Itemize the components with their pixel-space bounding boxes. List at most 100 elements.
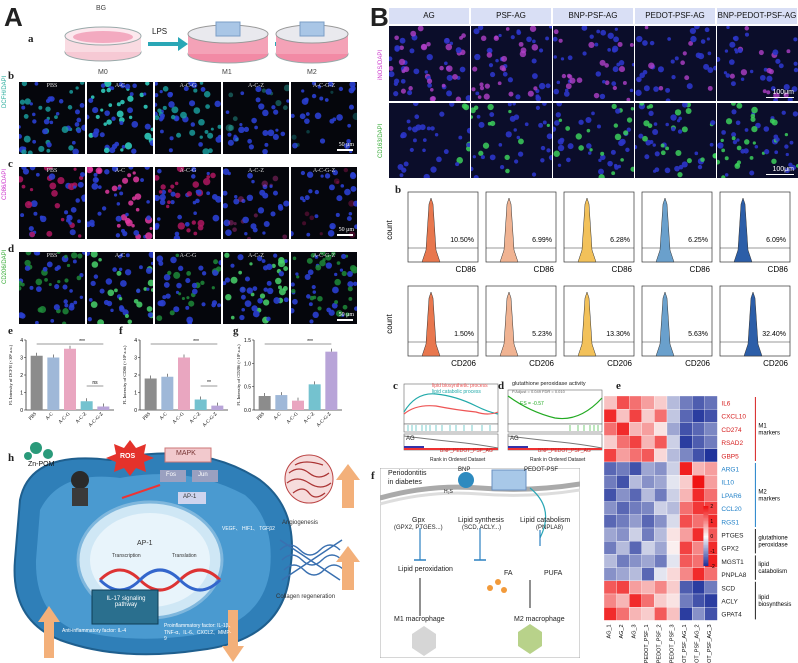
- heatmap-cell: [679, 607, 693, 621]
- heatmap-cell: [616, 435, 630, 449]
- heatmap-cell: [666, 422, 680, 436]
- significance-low: **: [207, 380, 211, 386]
- heatmap-cell: [679, 514, 693, 529]
- heatmap-cell: [629, 435, 642, 449]
- bar: [47, 357, 60, 410]
- bar-tick-label: 1: [20, 391, 23, 397]
- histogram-xlabel: CD206: [607, 359, 632, 368]
- bar-tick-label: 1: [134, 391, 137, 397]
- histogram-xlabel: CD206: [529, 359, 554, 368]
- significance-low: ns: [92, 380, 98, 386]
- heatmap-cell: [704, 395, 718, 410]
- ap1-top-label: AP-1: [183, 494, 197, 500]
- legend-swatch: [703, 543, 709, 546]
- histogram-peak: [655, 291, 675, 357]
- stage-m1: M1: [222, 69, 232, 76]
- b-micro-image: [635, 103, 716, 178]
- heatmap-cell: [666, 461, 680, 476]
- row-label-cd86: CD86/DAPI: [2, 168, 8, 200]
- legend-swatch: [703, 551, 709, 553]
- mapk-label: MAPK: [176, 450, 196, 457]
- heatmap-cell: [666, 501, 680, 515]
- legend-tick: -2: [710, 564, 715, 570]
- histogram-percent: 6.09%: [766, 237, 786, 244]
- heatmap-cell: [654, 435, 668, 449]
- bar-ylabel: FL Intensity of DCFH (×10⁶ a.u.): [8, 344, 13, 405]
- heatmap-cell: [666, 514, 680, 529]
- flow-histogram: 5.23%CD206: [485, 285, 557, 368]
- gsea-plot-c: [403, 383, 499, 451]
- heatmap-cell: [603, 448, 617, 463]
- heatmap-cell: [616, 541, 630, 555]
- bar-category-label: A-C-G-Z: [202, 412, 219, 429]
- ap1-nuclear-label: AP-1: [137, 540, 153, 547]
- a-group-label: A-C: [114, 83, 126, 89]
- stage-m2: M2: [307, 69, 317, 76]
- heatmap-cell: [641, 567, 655, 581]
- mech-title-2: in diabetes: [388, 479, 422, 486]
- heatmap-cell: [641, 475, 655, 489]
- heatmap-cell: [679, 448, 693, 463]
- histogram-xlabel: CD86: [534, 265, 555, 274]
- heatmap-gene-label: SCD: [721, 585, 735, 592]
- gsea-d-title: glutathione peroxidase activity: [512, 381, 586, 387]
- b-column-header: BNP-PSF-AG: [553, 8, 634, 24]
- bar-tick-label: 0: [134, 408, 137, 414]
- heatmap-cell: [679, 488, 693, 502]
- heatmap-cell: [679, 593, 693, 608]
- heatmap-cell: [629, 409, 642, 423]
- legend-swatch: [703, 524, 709, 526]
- heatmap-cell: [679, 527, 693, 542]
- panel-a-sub-g: g: [233, 325, 239, 337]
- legend-tick: 0: [710, 534, 713, 540]
- heatmap-cell: [679, 475, 693, 489]
- heatmap-cell: [692, 435, 705, 449]
- pedot-icon: [491, 469, 527, 491]
- heatmap-cell: [603, 607, 617, 621]
- heatmap-cell: [654, 607, 668, 621]
- histogram-percent: 6.28%: [610, 237, 630, 244]
- gsea-d-xlabel: Rank in Ordered Dataset: [530, 457, 586, 463]
- flow-histogram: 13.30%CD206: [563, 285, 635, 368]
- bar-category-label: A-C: [159, 411, 169, 421]
- mech-lipid-syn-sub: (SCD, ACLY...): [462, 525, 502, 531]
- a-group-label: PBS: [46, 168, 58, 174]
- heatmap-cell: [641, 580, 655, 595]
- b-micro-image: [553, 26, 634, 101]
- a-micro-image: A-C: [87, 167, 153, 239]
- heatmap-cell: [666, 580, 680, 595]
- histogram-percent: 6.25%: [688, 237, 708, 244]
- heatmap-cell: [629, 580, 642, 595]
- heatmap-cell: [654, 461, 668, 476]
- heatmap-gene-label: LPAR6: [721, 493, 741, 500]
- heatmap-cell: [666, 475, 680, 489]
- heatmap-cell: [603, 567, 617, 581]
- bar-category-label: A-C-G-Z: [316, 412, 333, 429]
- angiogenesis-sphere: [284, 454, 334, 504]
- legend-swatch: [703, 558, 709, 561]
- heatmap-cell: [629, 475, 642, 489]
- histogram-percent: 5.63%: [688, 331, 708, 338]
- gsea-d-group2: BNP_PEDOT_PSF_AG: [538, 448, 591, 454]
- ap1-box: [178, 492, 206, 504]
- b-scale-line: [766, 96, 794, 98]
- legend-swatch: [703, 548, 709, 550]
- panel-a-sub-h: h: [8, 452, 15, 464]
- heatmap-cell: [629, 501, 642, 515]
- heatmap-gene-label: IL6: [721, 401, 730, 408]
- bar-tick-label: 2: [20, 373, 23, 379]
- a-group-label: A-C-G: [179, 168, 197, 174]
- mech-m2: M2 macrophage: [514, 616, 565, 623]
- heatmap-cell: [704, 409, 718, 423]
- heatmap-group-label: peroxidase: [758, 543, 788, 549]
- heatmap-cell: [666, 409, 680, 423]
- gene-heatmap: IL6CXCL10CD274RSAD2GBP5ARG1IL10LPAR6CCL2…: [603, 395, 791, 663]
- heatmap-cell: [666, 435, 680, 449]
- a-micro-image: PBS: [19, 82, 85, 154]
- heatmap-cell: [679, 554, 693, 568]
- gsea-plot-d: [507, 389, 603, 451]
- heatmap-gene-label: CXCL10: [721, 414, 746, 421]
- heatmap-cell: [704, 475, 718, 489]
- b-scale-bar: 100μm: [772, 166, 794, 173]
